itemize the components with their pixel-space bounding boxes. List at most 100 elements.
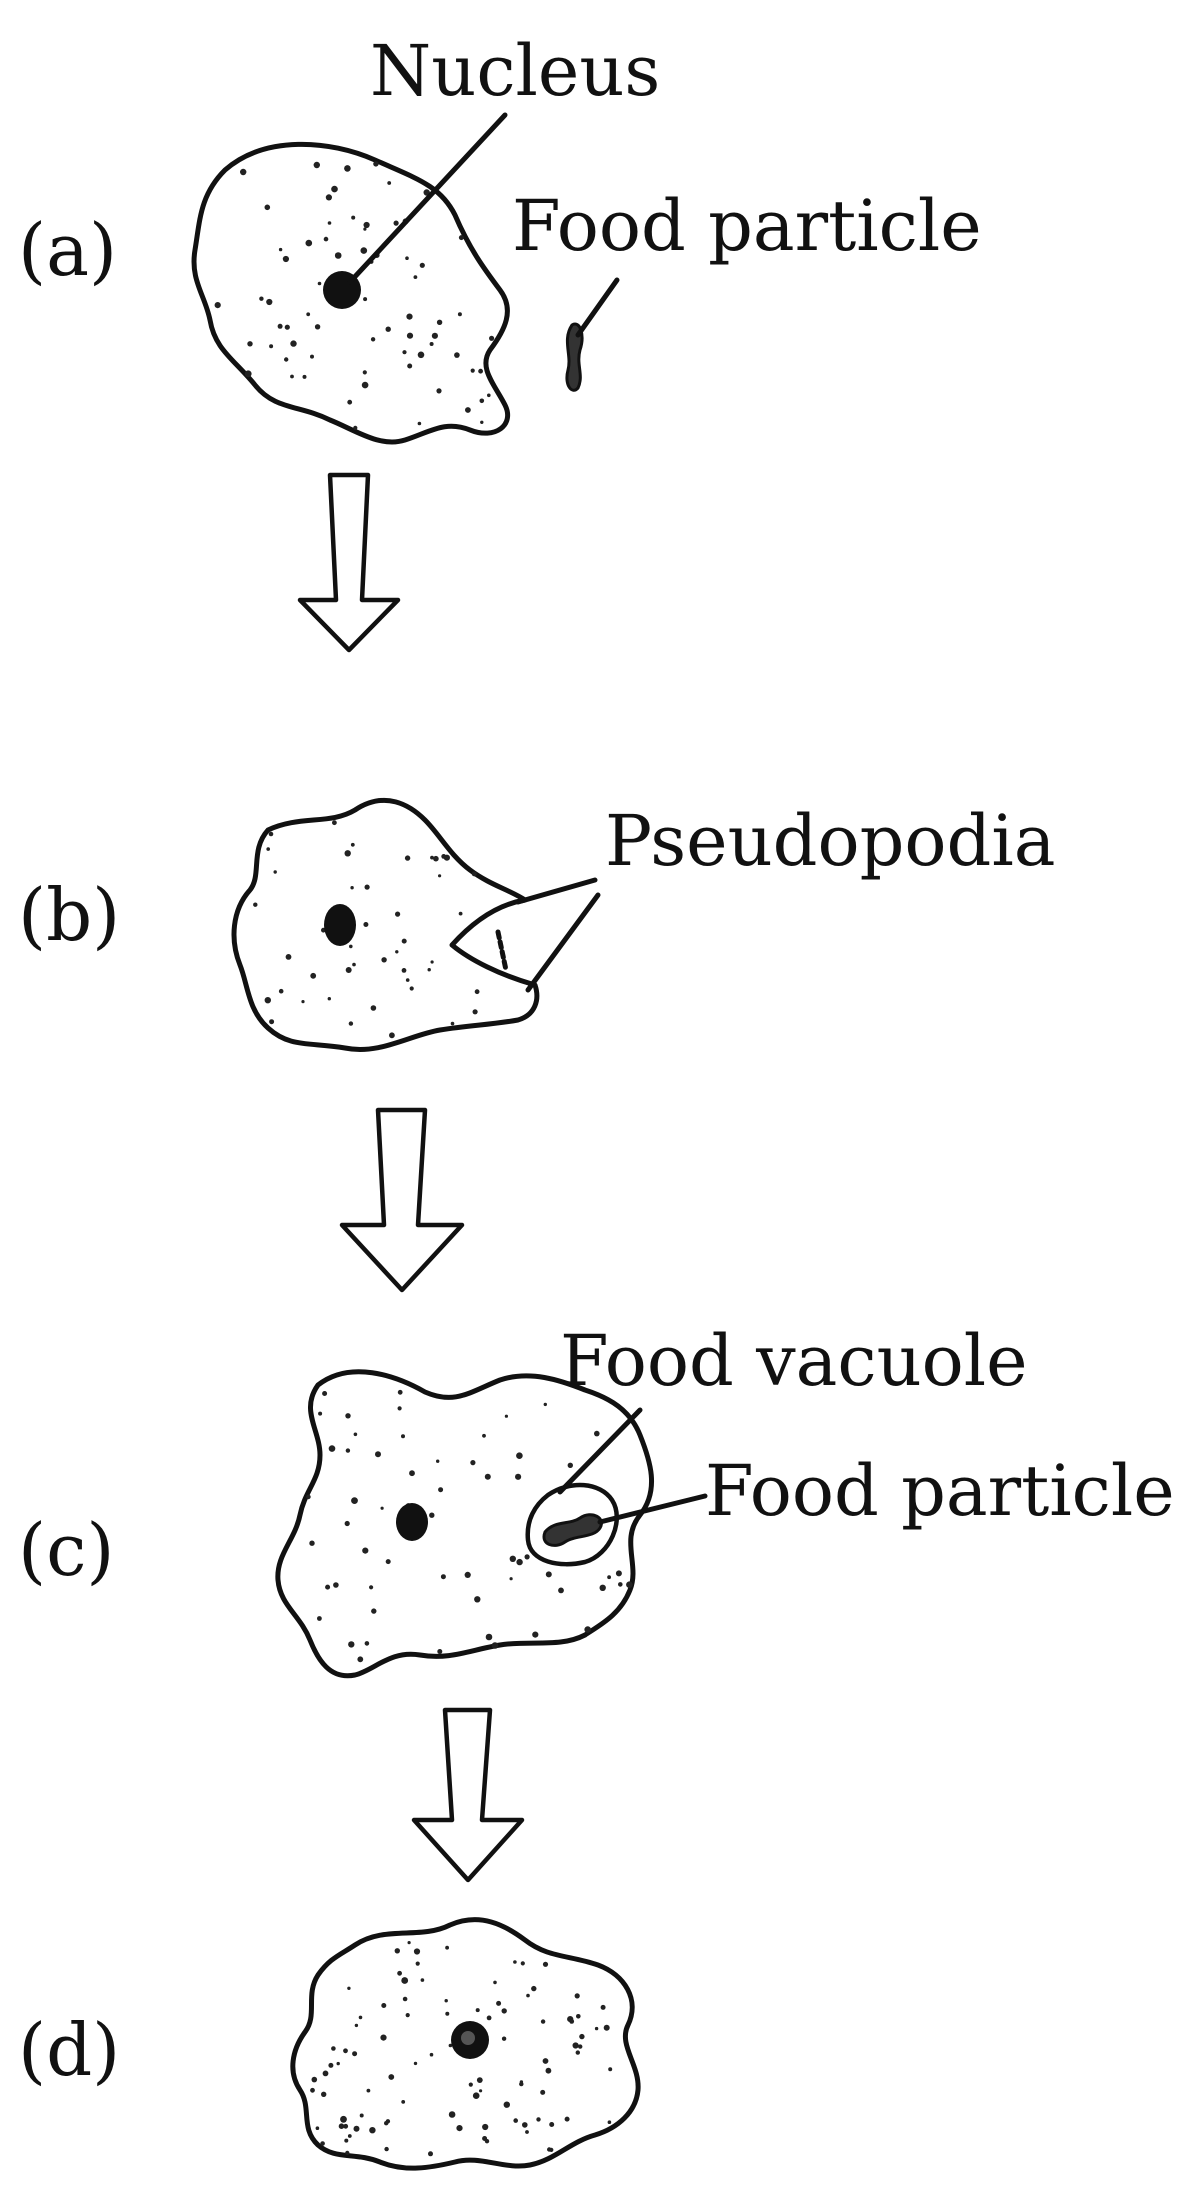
cytoplasm-granule <box>414 2062 417 2065</box>
cytoplasm-granule <box>381 1507 384 1510</box>
cytoplasm-granule <box>594 1431 600 1437</box>
cytoplasm-granule <box>504 2102 510 2108</box>
cytoplasm-granule <box>395 912 400 917</box>
cytoplasm-granule <box>418 352 425 359</box>
cytoplasm-granule <box>386 327 391 332</box>
cytoplasm-granule <box>565 2117 570 2122</box>
cytoplasm-granule <box>278 324 283 329</box>
cytoplasm-granule <box>541 2019 545 2023</box>
cytoplasm-granule <box>429 1513 434 1518</box>
cytoplasm-granule <box>438 874 441 877</box>
cytoplasm-granule <box>320 2141 325 2146</box>
cytoplasm-granule <box>601 2005 606 2010</box>
cytoplasm-granule <box>520 2080 523 2083</box>
cytoplasm-granule <box>266 847 270 851</box>
cytoplasm-granule <box>428 2151 433 2156</box>
cytoplasm-granule <box>451 1022 455 1026</box>
cytoplasm-granule <box>479 2089 482 2092</box>
cytoplasm-granule <box>351 1497 358 1504</box>
cytoplasm-granule <box>285 325 290 330</box>
cytoplasm-granule <box>544 1403 547 1406</box>
cytoplasm-granule <box>371 1608 376 1613</box>
label-nucleus: Nucleus <box>370 30 660 112</box>
nucleolus-d <box>461 2031 475 2045</box>
cytoplasm-granule <box>360 2114 364 2118</box>
cytoplasm-granule <box>306 1495 311 1500</box>
cytoplasm-granule <box>265 205 271 211</box>
cytoplasm-granule <box>384 2147 388 2151</box>
cytoplasm-granule <box>445 1999 448 2002</box>
cytoplasm-granule <box>473 1009 478 1014</box>
pointer-pseudopodium-lower <box>528 895 598 990</box>
cytoplasm-granule <box>284 357 288 361</box>
cytoplasm-granule <box>521 1961 525 1965</box>
stage-label-a: (a) <box>18 208 117 292</box>
label-food-particle-c: Food particle <box>705 1450 1175 1532</box>
cytoplasm-granule <box>328 221 332 225</box>
cytoplasm-granule <box>402 968 407 973</box>
cytoplasm-granule <box>394 221 399 226</box>
cytoplasm-granule <box>406 314 412 320</box>
cytoplasm-granule <box>505 1415 508 1418</box>
cytoplasm-granule <box>371 1005 377 1011</box>
cytoplasm-granule <box>371 337 375 341</box>
cytoplasm-granule <box>353 426 357 430</box>
cytoplasm-granule <box>607 1575 611 1579</box>
cytoplasm-granule <box>354 2126 360 2132</box>
cytoplasm-granule <box>340 2116 347 2123</box>
cytoplasm-granule <box>266 299 272 305</box>
cytoplasm-granule <box>436 388 441 393</box>
cytoplasm-granule <box>317 1616 322 1621</box>
cytoplasm-granule <box>502 2008 507 2013</box>
cytoplasm-granule <box>398 1406 402 1410</box>
cytoplasm-granule <box>410 986 414 990</box>
cytoplasm-granule <box>459 912 463 916</box>
cytoplasm-granule <box>333 1582 339 1588</box>
cytoplasm-granule <box>369 1585 373 1589</box>
cytoplasm-granule <box>314 162 320 168</box>
cytoplasm-granule <box>515 1474 521 1480</box>
cytoplasm-granule <box>513 2118 518 2123</box>
stage-d: (d) <box>18 1920 638 2168</box>
cytoplasm-granule <box>398 1390 403 1395</box>
cytoplasm-granule <box>375 1451 381 1457</box>
cytoplasm-granule <box>469 2083 473 2087</box>
cytoplasm-granule <box>433 856 439 862</box>
arrow-down-1 <box>300 475 398 650</box>
stage-label-b: (b) <box>18 873 120 957</box>
cytoplasm-granule <box>253 903 257 907</box>
cytoplasm-granule <box>361 247 368 254</box>
cytoplasm-granule <box>575 1993 580 1998</box>
cytoplasm-granule <box>328 997 331 1000</box>
cytoplasm-granule <box>444 855 450 861</box>
cytoplasm-granule <box>485 1474 491 1480</box>
cytoplasm-granule <box>540 2090 545 2095</box>
cytoplasm-granule <box>286 954 292 960</box>
cytoplasm-granule <box>480 399 485 404</box>
cytoplasm-granule <box>345 1413 350 1418</box>
cytoplasm-granule <box>618 1582 623 1587</box>
cytoplasm-granule <box>543 1962 548 1967</box>
cytoplasm-granule <box>363 922 368 927</box>
nucleus-c <box>396 1503 428 1541</box>
cytoplasm-granule <box>401 2100 405 2104</box>
cytoplasm-granule <box>406 978 410 982</box>
cytoplasm-granule <box>482 2124 488 2130</box>
cytoplasm-granule <box>349 945 353 949</box>
cytoplasm-granule <box>406 2013 410 2017</box>
cytoplasm-granule <box>436 1460 439 1463</box>
cytoplasm-granule <box>402 350 406 354</box>
cytoplasm-granule <box>459 235 464 240</box>
cytoplasm-granule <box>456 2125 462 2131</box>
cytoplasm-granule <box>487 394 491 398</box>
cytoplasm-granule <box>274 870 277 873</box>
cytoplasm-granule <box>324 237 329 242</box>
cytoplasm-granule <box>365 1641 370 1646</box>
cytoplasm-granule <box>269 832 274 837</box>
cytoplasm-granule <box>348 2134 352 2138</box>
cytoplasm-granule <box>215 302 221 308</box>
cytoplasm-granule <box>604 2025 610 2031</box>
cytoplasm-granule <box>487 2016 492 2021</box>
cytoplasm-granule <box>475 989 480 994</box>
